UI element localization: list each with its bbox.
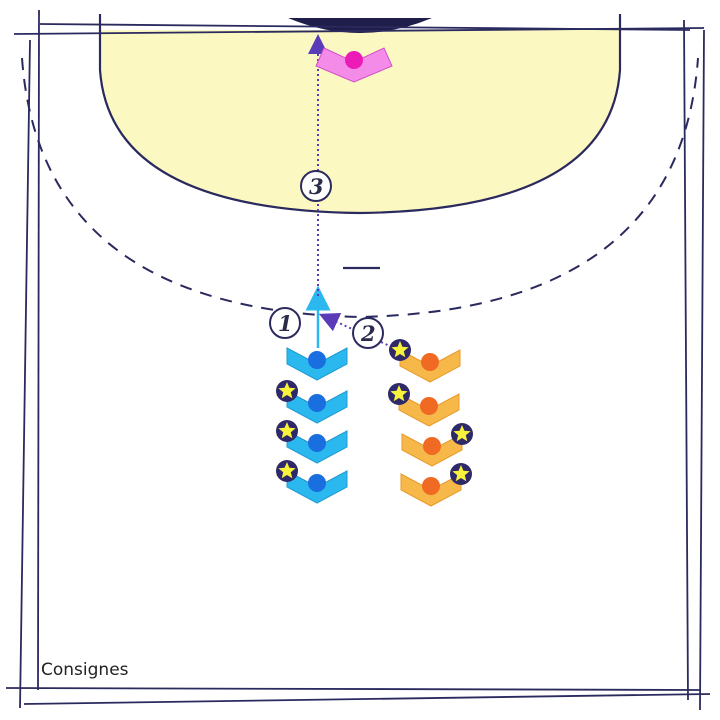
blue-player-column <box>276 347 348 504</box>
goal <box>288 18 432 33</box>
blue-player-2 <box>276 380 348 424</box>
blue-player-dot <box>308 394 326 412</box>
orange-player-3 <box>401 423 473 467</box>
orange-player-column <box>388 339 473 507</box>
court-outline <box>5 9 711 711</box>
ball-star-icon <box>452 465 470 482</box>
blue-player-dot <box>308 474 326 492</box>
orange-player-dot <box>422 477 440 495</box>
step-label-2: 2 <box>360 321 376 346</box>
step-marker-3: 3 <box>300 170 332 202</box>
orange-player-dot <box>420 397 438 415</box>
ball-star-icon <box>390 385 408 402</box>
goalkeeper-dot <box>345 51 363 69</box>
goal-area <box>100 30 620 213</box>
ball-star-icon <box>278 382 296 399</box>
goalkeeper <box>315 47 393 83</box>
ball-star-icon <box>278 462 296 479</box>
orange-player-2 <box>388 383 460 427</box>
blue-player-1 <box>286 347 348 381</box>
orange-player-dot <box>421 353 439 371</box>
orange-player-dot <box>423 437 441 455</box>
caption-text: Consignes <box>41 660 129 680</box>
blue-player-4 <box>276 460 348 504</box>
blue-player-dot <box>308 434 326 452</box>
step-label-1: 1 <box>278 311 293 336</box>
orange-player-1 <box>389 339 461 383</box>
step-label-3: 3 <box>309 174 324 199</box>
orange-player-4 <box>400 463 472 507</box>
goal-area-line <box>98 14 622 215</box>
step-marker-2: 2 <box>352 317 384 349</box>
blue-player-dot <box>308 351 326 369</box>
step-marker-1: 1 <box>269 307 301 339</box>
ball-star-icon <box>453 425 471 442</box>
ball-star-icon <box>391 341 409 358</box>
blue-player-3 <box>276 420 348 464</box>
ball-star-icon <box>278 422 296 439</box>
